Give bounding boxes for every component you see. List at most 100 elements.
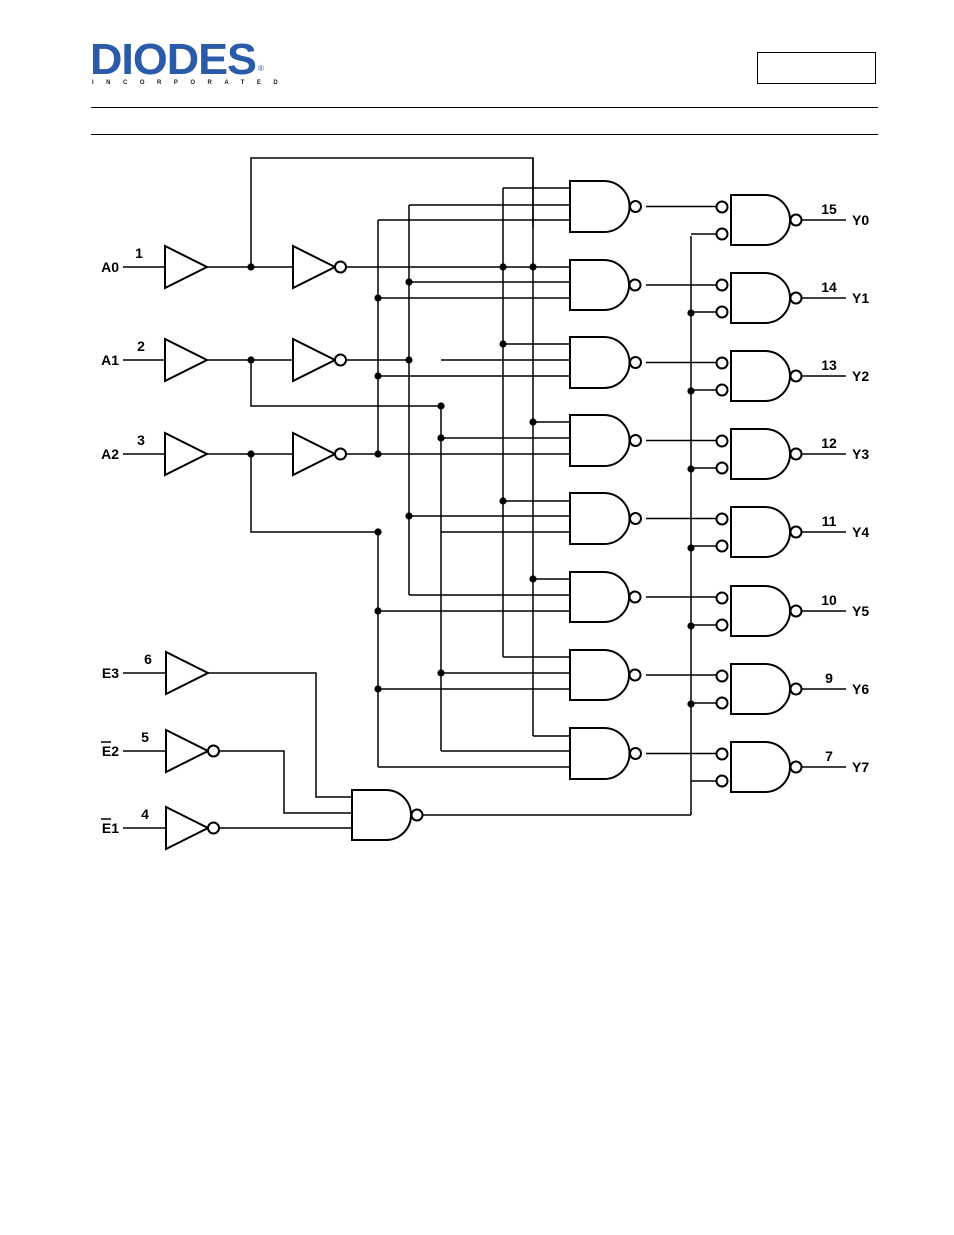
and-gate bbox=[570, 572, 629, 622]
inversion-bubble bbox=[717, 593, 728, 604]
wire bbox=[208, 673, 352, 797]
inversion-bubble bbox=[717, 671, 728, 682]
junction-dot bbox=[437, 402, 444, 409]
input-label: E2 bbox=[102, 743, 119, 759]
junction-dot bbox=[247, 450, 254, 457]
inverter-gate bbox=[293, 339, 335, 381]
junction-dot bbox=[687, 309, 694, 316]
inversion-bubble bbox=[717, 307, 728, 318]
output-label: Y3 bbox=[852, 446, 869, 462]
inversion-bubble bbox=[791, 527, 802, 538]
pin-number: 1 bbox=[135, 245, 143, 261]
output-nand-gate bbox=[731, 507, 790, 557]
inversion-bubble bbox=[717, 541, 728, 552]
inversion-bubble bbox=[208, 823, 219, 834]
inversion-bubble bbox=[630, 201, 641, 212]
input-buffer-gate bbox=[166, 652, 208, 694]
output-nand-gate bbox=[731, 429, 790, 479]
junction-dot bbox=[499, 497, 506, 504]
inversion-bubble bbox=[335, 449, 346, 460]
inversion-bubble bbox=[791, 371, 802, 382]
inverter-gate bbox=[166, 730, 208, 772]
inversion-bubble bbox=[791, 606, 802, 617]
pin-number: 3 bbox=[137, 432, 145, 448]
wire bbox=[251, 360, 441, 406]
and-gate bbox=[570, 260, 629, 310]
inversion-bubble bbox=[208, 746, 219, 757]
output-nand-gate bbox=[731, 273, 790, 323]
inversion-bubble bbox=[717, 749, 728, 760]
pin-number: 5 bbox=[141, 729, 149, 745]
junction-dot bbox=[374, 607, 381, 614]
junction-dot bbox=[374, 450, 381, 457]
inversion-bubble bbox=[335, 262, 346, 273]
inversion-bubble bbox=[412, 810, 423, 821]
pin-number: 6 bbox=[144, 651, 152, 667]
inversion-bubble bbox=[630, 280, 641, 291]
inversion-bubble bbox=[630, 513, 641, 524]
input-label: E1 bbox=[102, 820, 119, 836]
and-gate bbox=[570, 728, 630, 779]
inverter-gate bbox=[166, 807, 208, 849]
junction-dot bbox=[374, 685, 381, 692]
pin-number: 4 bbox=[141, 806, 149, 822]
inversion-bubble bbox=[791, 449, 802, 460]
inversion-bubble bbox=[630, 748, 641, 759]
junction-dot bbox=[529, 575, 536, 582]
output-label: Y2 bbox=[852, 368, 869, 384]
pin-number: 10 bbox=[821, 592, 837, 608]
junction-dot bbox=[437, 669, 444, 676]
input-label: A1 bbox=[101, 352, 119, 368]
junction-dot bbox=[247, 356, 254, 363]
inversion-bubble bbox=[717, 776, 728, 787]
and-gate bbox=[570, 650, 629, 700]
input-label: E3 bbox=[102, 665, 119, 681]
junction-dot bbox=[405, 278, 412, 285]
output-label: Y6 bbox=[852, 681, 869, 697]
junction-dot bbox=[374, 294, 381, 301]
output-nand-gate bbox=[731, 664, 790, 714]
junction-dot bbox=[687, 544, 694, 551]
pin-number: 11 bbox=[822, 513, 837, 529]
pin-number: 15 bbox=[821, 201, 837, 217]
inversion-bubble bbox=[630, 670, 641, 681]
junction-dot bbox=[529, 263, 536, 270]
and-gate bbox=[570, 181, 630, 232]
inversion-bubble bbox=[717, 229, 728, 240]
inversion-bubble bbox=[630, 435, 641, 446]
junction-dot bbox=[687, 622, 694, 629]
inversion-bubble bbox=[791, 215, 802, 226]
inversion-bubble bbox=[717, 514, 728, 525]
junction-dot bbox=[405, 356, 412, 363]
junction-dot bbox=[687, 465, 694, 472]
junction-dot bbox=[529, 418, 536, 425]
inverter-gate bbox=[293, 433, 335, 475]
output-label: Y0 bbox=[852, 212, 869, 228]
inversion-bubble bbox=[791, 684, 802, 695]
input-buffer-gate bbox=[165, 433, 207, 475]
inversion-bubble bbox=[717, 280, 728, 291]
wire bbox=[251, 454, 378, 532]
junction-dot bbox=[499, 340, 506, 347]
output-nand-gate bbox=[731, 586, 790, 636]
junction-dot bbox=[247, 263, 254, 270]
inversion-bubble bbox=[717, 620, 728, 631]
pin-number: 13 bbox=[821, 357, 837, 373]
inversion-bubble bbox=[630, 592, 641, 603]
input-buffer-gate bbox=[165, 339, 207, 381]
pin-number: 9 bbox=[825, 670, 833, 686]
pin-number: 14 bbox=[821, 279, 837, 295]
inverter-gate bbox=[293, 246, 335, 288]
junction-dot bbox=[374, 372, 381, 379]
inversion-bubble bbox=[717, 358, 728, 369]
output-label: Y7 bbox=[852, 759, 869, 775]
junction-dot bbox=[499, 263, 506, 270]
input-label: A0 bbox=[101, 259, 119, 275]
inversion-bubble bbox=[630, 357, 641, 368]
junction-dot bbox=[374, 528, 381, 535]
output-label: Y4 bbox=[852, 524, 869, 540]
input-label: A2 bbox=[101, 446, 119, 462]
inversion-bubble bbox=[717, 436, 728, 447]
inversion-bubble bbox=[335, 355, 346, 366]
